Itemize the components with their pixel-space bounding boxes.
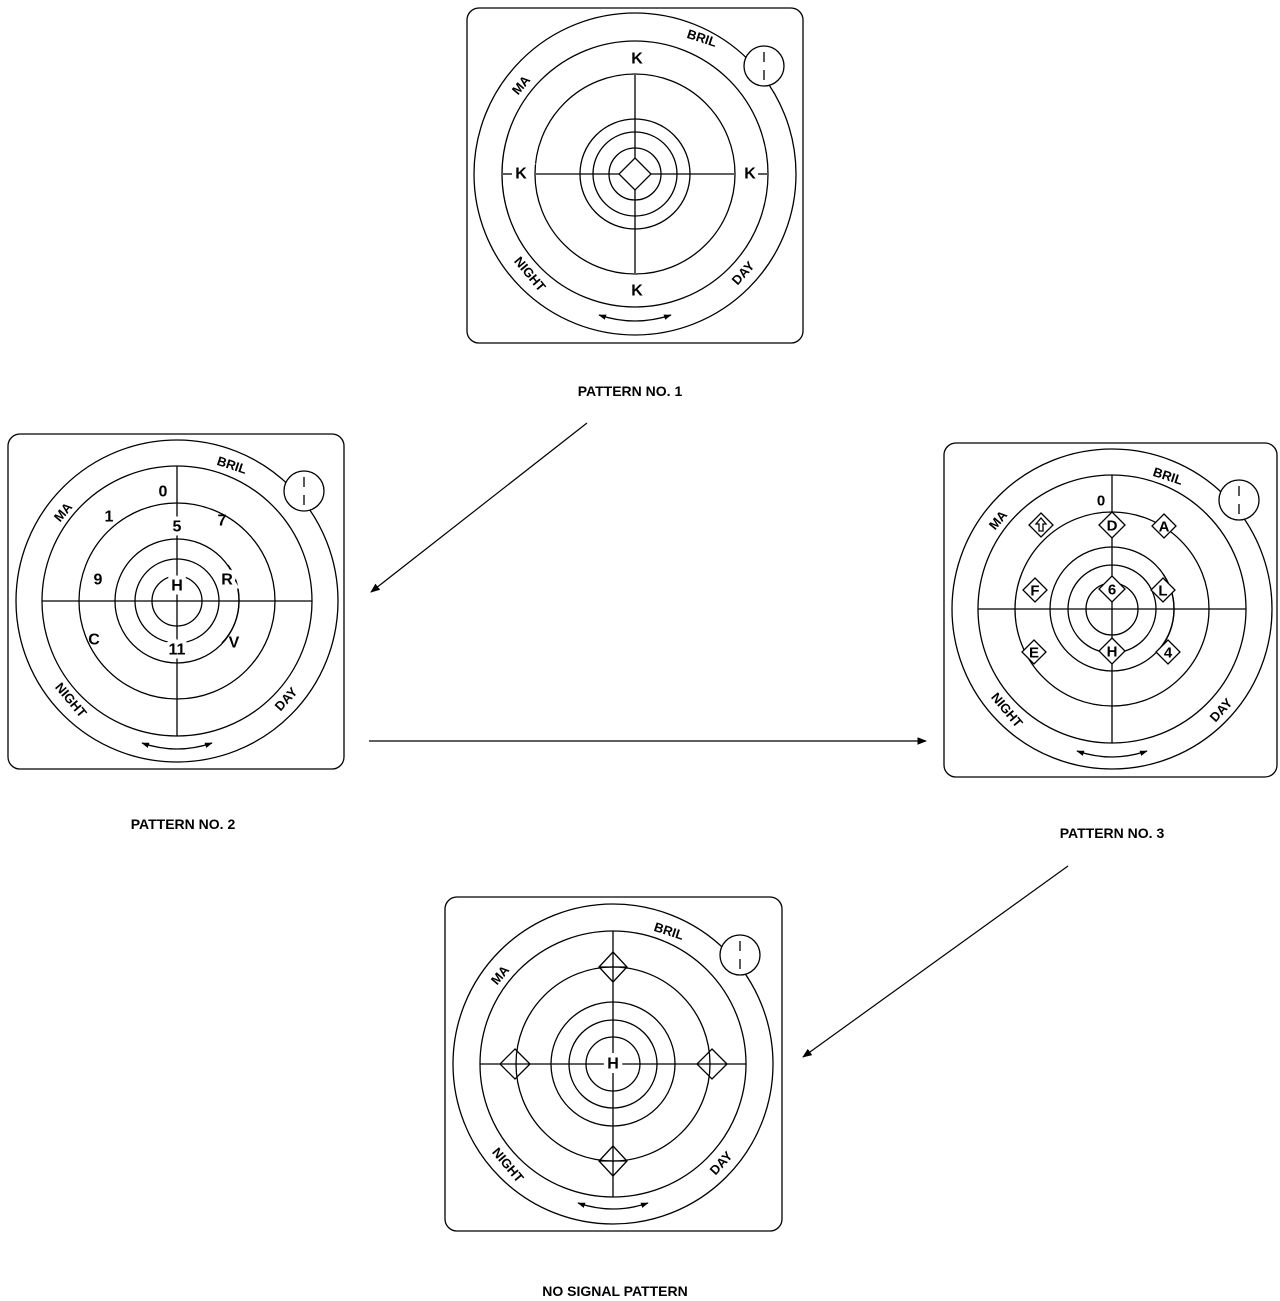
panel-frame xyxy=(466,7,804,344)
diamond-symbol-f xyxy=(1022,577,1048,603)
diamond-symbol-l xyxy=(1150,577,1176,603)
adjust-arrow-icon xyxy=(598,314,672,322)
up-arrow-icon xyxy=(1034,516,1048,532)
mark-k-left: K xyxy=(515,166,527,183)
dial-label-night: NIGHT xyxy=(511,254,549,295)
outer-dial-ring xyxy=(15,439,339,763)
knob-circle-icon xyxy=(743,45,785,87)
caption-pattern-3: PATTERN NO. 3 xyxy=(1060,825,1165,841)
dial-label-night: NIGHT xyxy=(52,680,90,721)
dial-label-ma: MA xyxy=(509,72,534,98)
flow-arrows xyxy=(369,422,1069,1058)
mark-l: L xyxy=(1158,583,1167,600)
dial-label-night: NIGHT xyxy=(988,690,1026,731)
dial-label-day: DAY xyxy=(707,1148,736,1178)
mark-f: F xyxy=(1030,583,1039,600)
knob-circle-icon xyxy=(719,934,761,976)
mark-a: A xyxy=(1159,519,1170,536)
mark-v: V xyxy=(229,635,240,652)
arrow-pattern-1-to-2 xyxy=(370,422,588,593)
pattern-3-panel xyxy=(943,442,1278,778)
knob-circle-icon xyxy=(1218,479,1260,521)
dial-label-night: NIGHT xyxy=(489,1145,527,1186)
center-diamond-symbol xyxy=(618,157,652,191)
outer-dial-ring xyxy=(473,12,797,336)
mark-r: R xyxy=(221,572,233,589)
mark-7: 7 xyxy=(218,513,227,530)
diamond-marker-bottom xyxy=(598,1145,628,1177)
no-signal-panel xyxy=(444,896,783,1232)
diamond-symbol-h xyxy=(1098,637,1126,665)
diamond-marker-left xyxy=(499,1048,531,1080)
sweep-arc xyxy=(221,564,240,644)
mark-k-bottom: K xyxy=(631,283,643,300)
diamond-symbol-d xyxy=(1098,511,1126,539)
mark-r-halo: R xyxy=(221,572,233,589)
mark-e: E xyxy=(1029,645,1039,662)
mark-d: D xyxy=(1107,518,1118,535)
arrow-pattern-3-to-no-signal xyxy=(802,865,1069,1058)
scope-bezel-ring xyxy=(501,40,769,308)
mark-k-left-halo: K xyxy=(515,166,527,183)
dial-label-bril: BRIL xyxy=(685,26,719,50)
mark-k-right: K xyxy=(744,166,756,183)
adjust-arrow-icon xyxy=(1076,750,1148,758)
diamond-symbol-a xyxy=(1151,513,1177,539)
panel-frame xyxy=(943,442,1278,778)
caption-no-signal: NO SIGNAL PATTERN xyxy=(542,1283,687,1299)
range-ring xyxy=(534,73,736,275)
diamond-marker-top xyxy=(598,951,628,983)
adjust-arrow-icon xyxy=(577,1202,649,1210)
diamond-symbol-6 xyxy=(1098,575,1126,603)
mark-0: 0 xyxy=(1097,493,1105,510)
panel-frame xyxy=(444,896,783,1232)
pattern-2-panel xyxy=(7,433,345,770)
dial-label-bril: BRIL xyxy=(652,919,686,943)
mark-h-halo: H xyxy=(171,578,183,595)
mark-h: H xyxy=(607,1056,619,1073)
mark-c: C xyxy=(88,632,100,649)
mark-11-halo: 11 xyxy=(169,642,186,659)
outer-dial-ring xyxy=(452,903,774,1225)
caption-pattern-2: PATTERN NO. 2 xyxy=(131,816,236,832)
dial-label-bril: BRIL xyxy=(1151,464,1185,488)
diamond-symbol-4 xyxy=(1155,639,1181,665)
pattern-1-panel xyxy=(466,7,804,344)
mark-h-halo: H xyxy=(607,1056,619,1073)
mark-5: 5 xyxy=(173,519,182,536)
mark-1: 1 xyxy=(105,509,114,526)
mark-k-top-halo: K xyxy=(631,51,643,68)
dial-label-ma: MA xyxy=(488,962,513,988)
mark-5-halo: 5 xyxy=(173,519,182,536)
symbol-diamonds xyxy=(1021,511,1181,665)
diamond-symbol-e xyxy=(1021,639,1047,665)
dial-label-ma: MA xyxy=(986,507,1011,533)
mark-0: 0 xyxy=(159,484,168,501)
knob-circle-icon xyxy=(283,470,325,512)
caption-pattern-1: PATTERN NO. 1 xyxy=(578,383,683,399)
mark-k-top: K xyxy=(631,51,643,68)
mark-11: 11 xyxy=(169,642,186,659)
mark-4: 4 xyxy=(1164,645,1173,662)
panel-frame xyxy=(7,433,345,770)
mark-9: 9 xyxy=(94,572,103,589)
mark-k-right-halo: K xyxy=(744,166,756,183)
mark-k-bottom-halo: K xyxy=(631,283,643,300)
mark-6: 6 xyxy=(1108,582,1116,599)
adjust-arrow-icon xyxy=(141,742,213,750)
diamond-marker-right xyxy=(696,1048,728,1080)
outer-dial-ring xyxy=(951,448,1273,770)
mark-h: H xyxy=(1107,644,1118,661)
dial-label-ma: MA xyxy=(51,499,76,525)
mark-h: H xyxy=(171,578,183,595)
